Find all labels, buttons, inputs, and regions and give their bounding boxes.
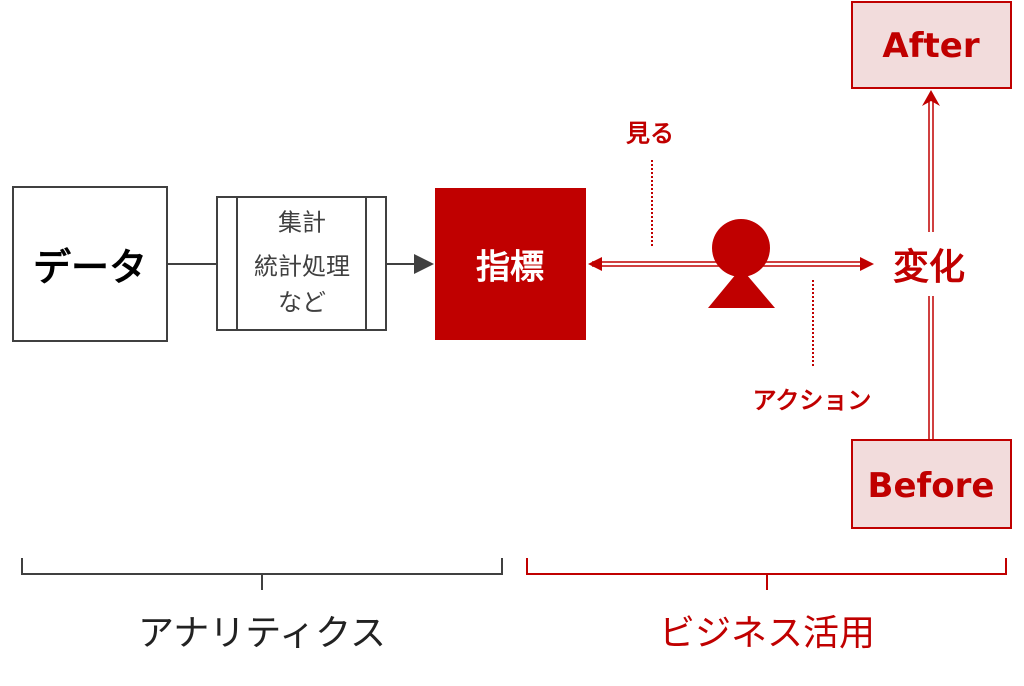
before-label: Before bbox=[867, 466, 995, 506]
arrowhead-left bbox=[588, 257, 602, 271]
see-label: 見る bbox=[626, 119, 674, 148]
action-label: アクション bbox=[752, 386, 872, 415]
indicator-box bbox=[435, 188, 586, 340]
analytics-bracket bbox=[21, 558, 503, 590]
arrowhead-up bbox=[922, 90, 940, 106]
process-label-3: など bbox=[278, 288, 326, 317]
change-label: 変化 bbox=[892, 247, 966, 288]
after-label: After bbox=[882, 26, 980, 66]
arrowhead-right bbox=[860, 257, 874, 271]
business-bracket bbox=[526, 558, 1007, 590]
analytics-section-label: アナリティクス bbox=[137, 613, 387, 654]
indicator-label: 指標 bbox=[476, 247, 544, 288]
person-icon bbox=[708, 219, 775, 308]
before-after-arrow bbox=[928, 100, 934, 440]
data-label: データ bbox=[32, 245, 148, 290]
before-box bbox=[851, 439, 1012, 529]
process-label-1: 集計 bbox=[278, 208, 326, 237]
after-box bbox=[851, 1, 1012, 89]
process-label-2: 統計処理 bbox=[254, 252, 350, 281]
business-section-label: ビジネス活用 bbox=[658, 613, 876, 654]
process-box bbox=[216, 196, 387, 331]
data-box bbox=[12, 186, 168, 342]
